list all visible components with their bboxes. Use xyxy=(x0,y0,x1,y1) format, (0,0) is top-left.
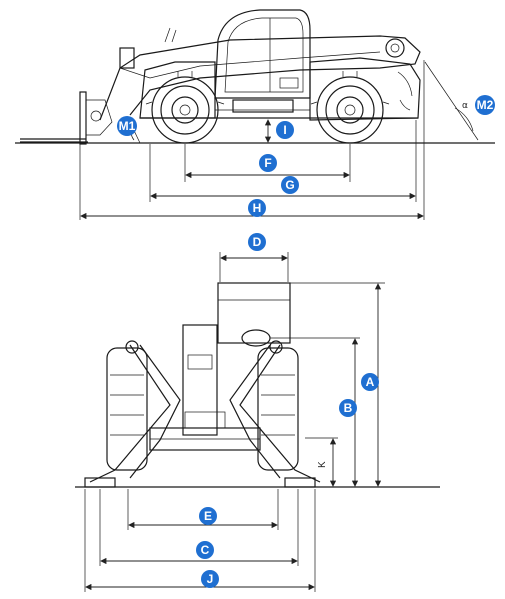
front-view xyxy=(75,252,440,592)
svg-text:D: D xyxy=(253,235,262,249)
badge-J: J xyxy=(201,570,219,588)
svg-text:B: B xyxy=(344,401,353,415)
departure-angle: α xyxy=(424,61,479,141)
chassis xyxy=(139,57,421,121)
svg-text:F: F xyxy=(264,156,271,170)
svg-text:G: G xyxy=(285,178,294,192)
svg-text:M1: M1 xyxy=(119,119,136,133)
badge-D: D xyxy=(248,233,266,251)
badge-B: B xyxy=(339,399,357,417)
badge-A: A xyxy=(361,373,379,391)
badge-F: F xyxy=(259,154,277,172)
svg-text:H: H xyxy=(253,201,262,215)
side-view: α xyxy=(15,9,495,220)
front-axle xyxy=(149,411,261,451)
stabilizers xyxy=(84,340,321,488)
badge-C: C xyxy=(196,541,214,559)
front-tires xyxy=(106,347,299,471)
forks xyxy=(20,91,113,145)
svg-text:E: E xyxy=(204,509,212,523)
badge-G: G xyxy=(281,176,299,194)
front-wheel xyxy=(145,71,225,144)
cab xyxy=(214,9,311,113)
svg-text:A: A xyxy=(366,375,375,389)
side-extension-lines xyxy=(79,60,425,220)
badge-H: H xyxy=(248,199,266,217)
boom xyxy=(99,27,421,121)
badge-M2: M2 xyxy=(475,95,495,115)
badge-I: I xyxy=(276,121,294,139)
svg-text:C: C xyxy=(201,543,210,557)
front-extension-lines xyxy=(84,252,385,592)
svg-text:J: J xyxy=(207,572,214,586)
badge-M1: M1 xyxy=(117,116,137,136)
rear-wheel xyxy=(310,71,390,144)
svg-text:M2: M2 xyxy=(477,98,494,112)
badge-E: E xyxy=(199,507,217,525)
angle-symbol: α xyxy=(462,101,468,111)
label-K: K xyxy=(317,461,328,468)
svg-text:I: I xyxy=(283,123,286,137)
